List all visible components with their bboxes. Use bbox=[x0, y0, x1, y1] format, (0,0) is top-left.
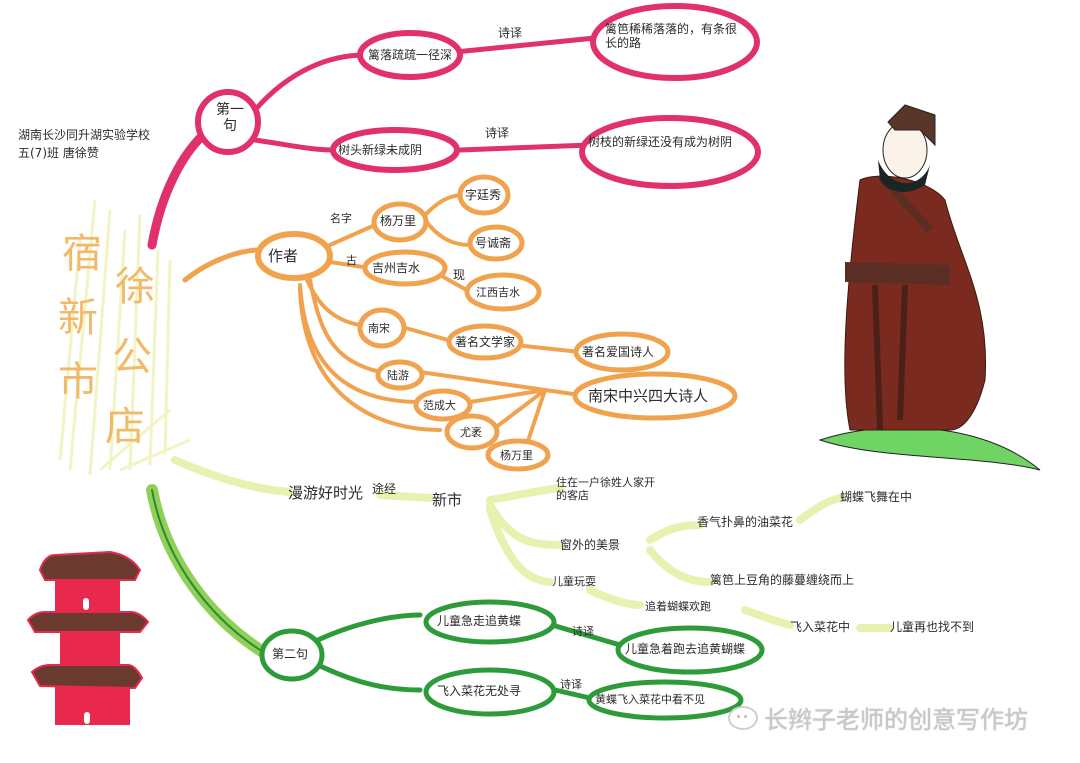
link-label: 诗译 bbox=[498, 26, 523, 40]
node-author-famous-as: 著名文学家 bbox=[455, 335, 516, 349]
branch-author bbox=[182, 174, 738, 472]
watermark-text: 长辫子老师的创意写作坊 bbox=[764, 706, 1028, 734]
node-author-member: 范成大 bbox=[423, 399, 456, 412]
node-bg-place: 新市 bbox=[432, 491, 463, 509]
link-label: 途经 bbox=[372, 482, 397, 496]
node-line1-phrase2: 树头新绿未成阴 bbox=[338, 143, 423, 157]
link-label: 诗译 bbox=[485, 126, 510, 140]
pagoda-illustration bbox=[26, 550, 150, 725]
node-author-member: 陆游 bbox=[387, 369, 409, 382]
author-note-school: 湖南长沙同升湖实验学校 bbox=[18, 128, 151, 142]
node-author-dynasty: 南宋 bbox=[368, 322, 390, 335]
node-bg-chase: 追着蝴蝶欢跑 bbox=[645, 600, 711, 613]
watermark: 长辫子老师的创意写作坊 bbox=[728, 700, 1028, 735]
node-line1-root: 第一句 bbox=[216, 102, 244, 134]
node-author-famous-poet: 著名爱国诗人 bbox=[582, 345, 655, 359]
title-char: 新 bbox=[58, 295, 98, 341]
link-label: 古 bbox=[346, 254, 357, 267]
link-label: 现 bbox=[453, 268, 466, 282]
title-char: 市 bbox=[58, 359, 98, 405]
node-line1-translation2: 树枝的新绿还没有成为树阴 bbox=[588, 135, 733, 149]
link-label: 名字 bbox=[330, 212, 352, 225]
node-line2-root: 第二句 bbox=[272, 647, 309, 661]
branch-line2 bbox=[146, 484, 765, 721]
title-char: 宿 bbox=[62, 231, 102, 277]
node-bg-stay: 住在一户徐姓人家开的客店 bbox=[556, 476, 655, 502]
node-bg-scene: 香气扑鼻的油菜花 bbox=[697, 515, 794, 529]
node-line2-phrase1: 儿童急走追黄蝶 bbox=[437, 614, 522, 628]
link-label: 诗译 bbox=[560, 678, 582, 691]
title-char: 徐 bbox=[115, 264, 155, 310]
node-bg-result: 儿童再也找不到 bbox=[890, 620, 975, 634]
node-author-root: 作者 bbox=[268, 247, 299, 265]
node-author-member: 杨万里 bbox=[500, 449, 533, 462]
node-author-name: 杨万里 bbox=[380, 214, 417, 228]
node-bg-intro: 漫游好时光 bbox=[288, 484, 364, 502]
poet-illustration bbox=[818, 104, 1041, 471]
node-author-hometown-old: 吉州吉水 bbox=[372, 261, 421, 275]
author-note-name: 五(7)班 唐徐赞 bbox=[18, 146, 99, 160]
node-line1-translation1: 篱笆稀稀落落的，有条很长的路 bbox=[605, 22, 738, 50]
node-author-courtesy: 字廷秀 bbox=[465, 188, 502, 202]
node-line1-phrase1: 篱落疏疏一径深 bbox=[368, 48, 453, 62]
node-bg-scenery: 窗外的美景 bbox=[560, 538, 621, 552]
node-author-group: 南宋中兴四大诗人 bbox=[588, 387, 709, 405]
title-char: 公 bbox=[112, 334, 152, 380]
node-bg-children-play: 儿童玩耍 bbox=[552, 575, 596, 588]
branch-background bbox=[171, 456, 894, 632]
branch-line1 bbox=[147, 3, 761, 250]
node-bg-scene: 蝴蝶飞舞在中 bbox=[840, 490, 913, 504]
node-line2-translation1: 儿童急着跑去追黄蝴蝶 bbox=[625, 642, 746, 656]
node-author-pseudonym: 号诚斋 bbox=[475, 236, 512, 250]
node-bg-scene: 篱笆上豆角的藤蔓缠绕而上 bbox=[710, 573, 855, 587]
wechat-icon bbox=[728, 705, 758, 730]
node-line2-phrase2: 飞入菜花无处寻 bbox=[437, 684, 522, 698]
node-line2-translation2: 黄蝶飞入菜花中看不见 bbox=[595, 693, 705, 706]
link-label: 诗译 bbox=[572, 625, 594, 638]
node-author-hometown-new: 江西吉水 bbox=[476, 286, 520, 299]
node-bg-fly-in: 飞入菜花中 bbox=[790, 620, 851, 634]
title-grass-decoration bbox=[58, 199, 191, 476]
node-author-member: 尤袤 bbox=[460, 426, 482, 439]
title-char: 店 bbox=[105, 404, 145, 450]
